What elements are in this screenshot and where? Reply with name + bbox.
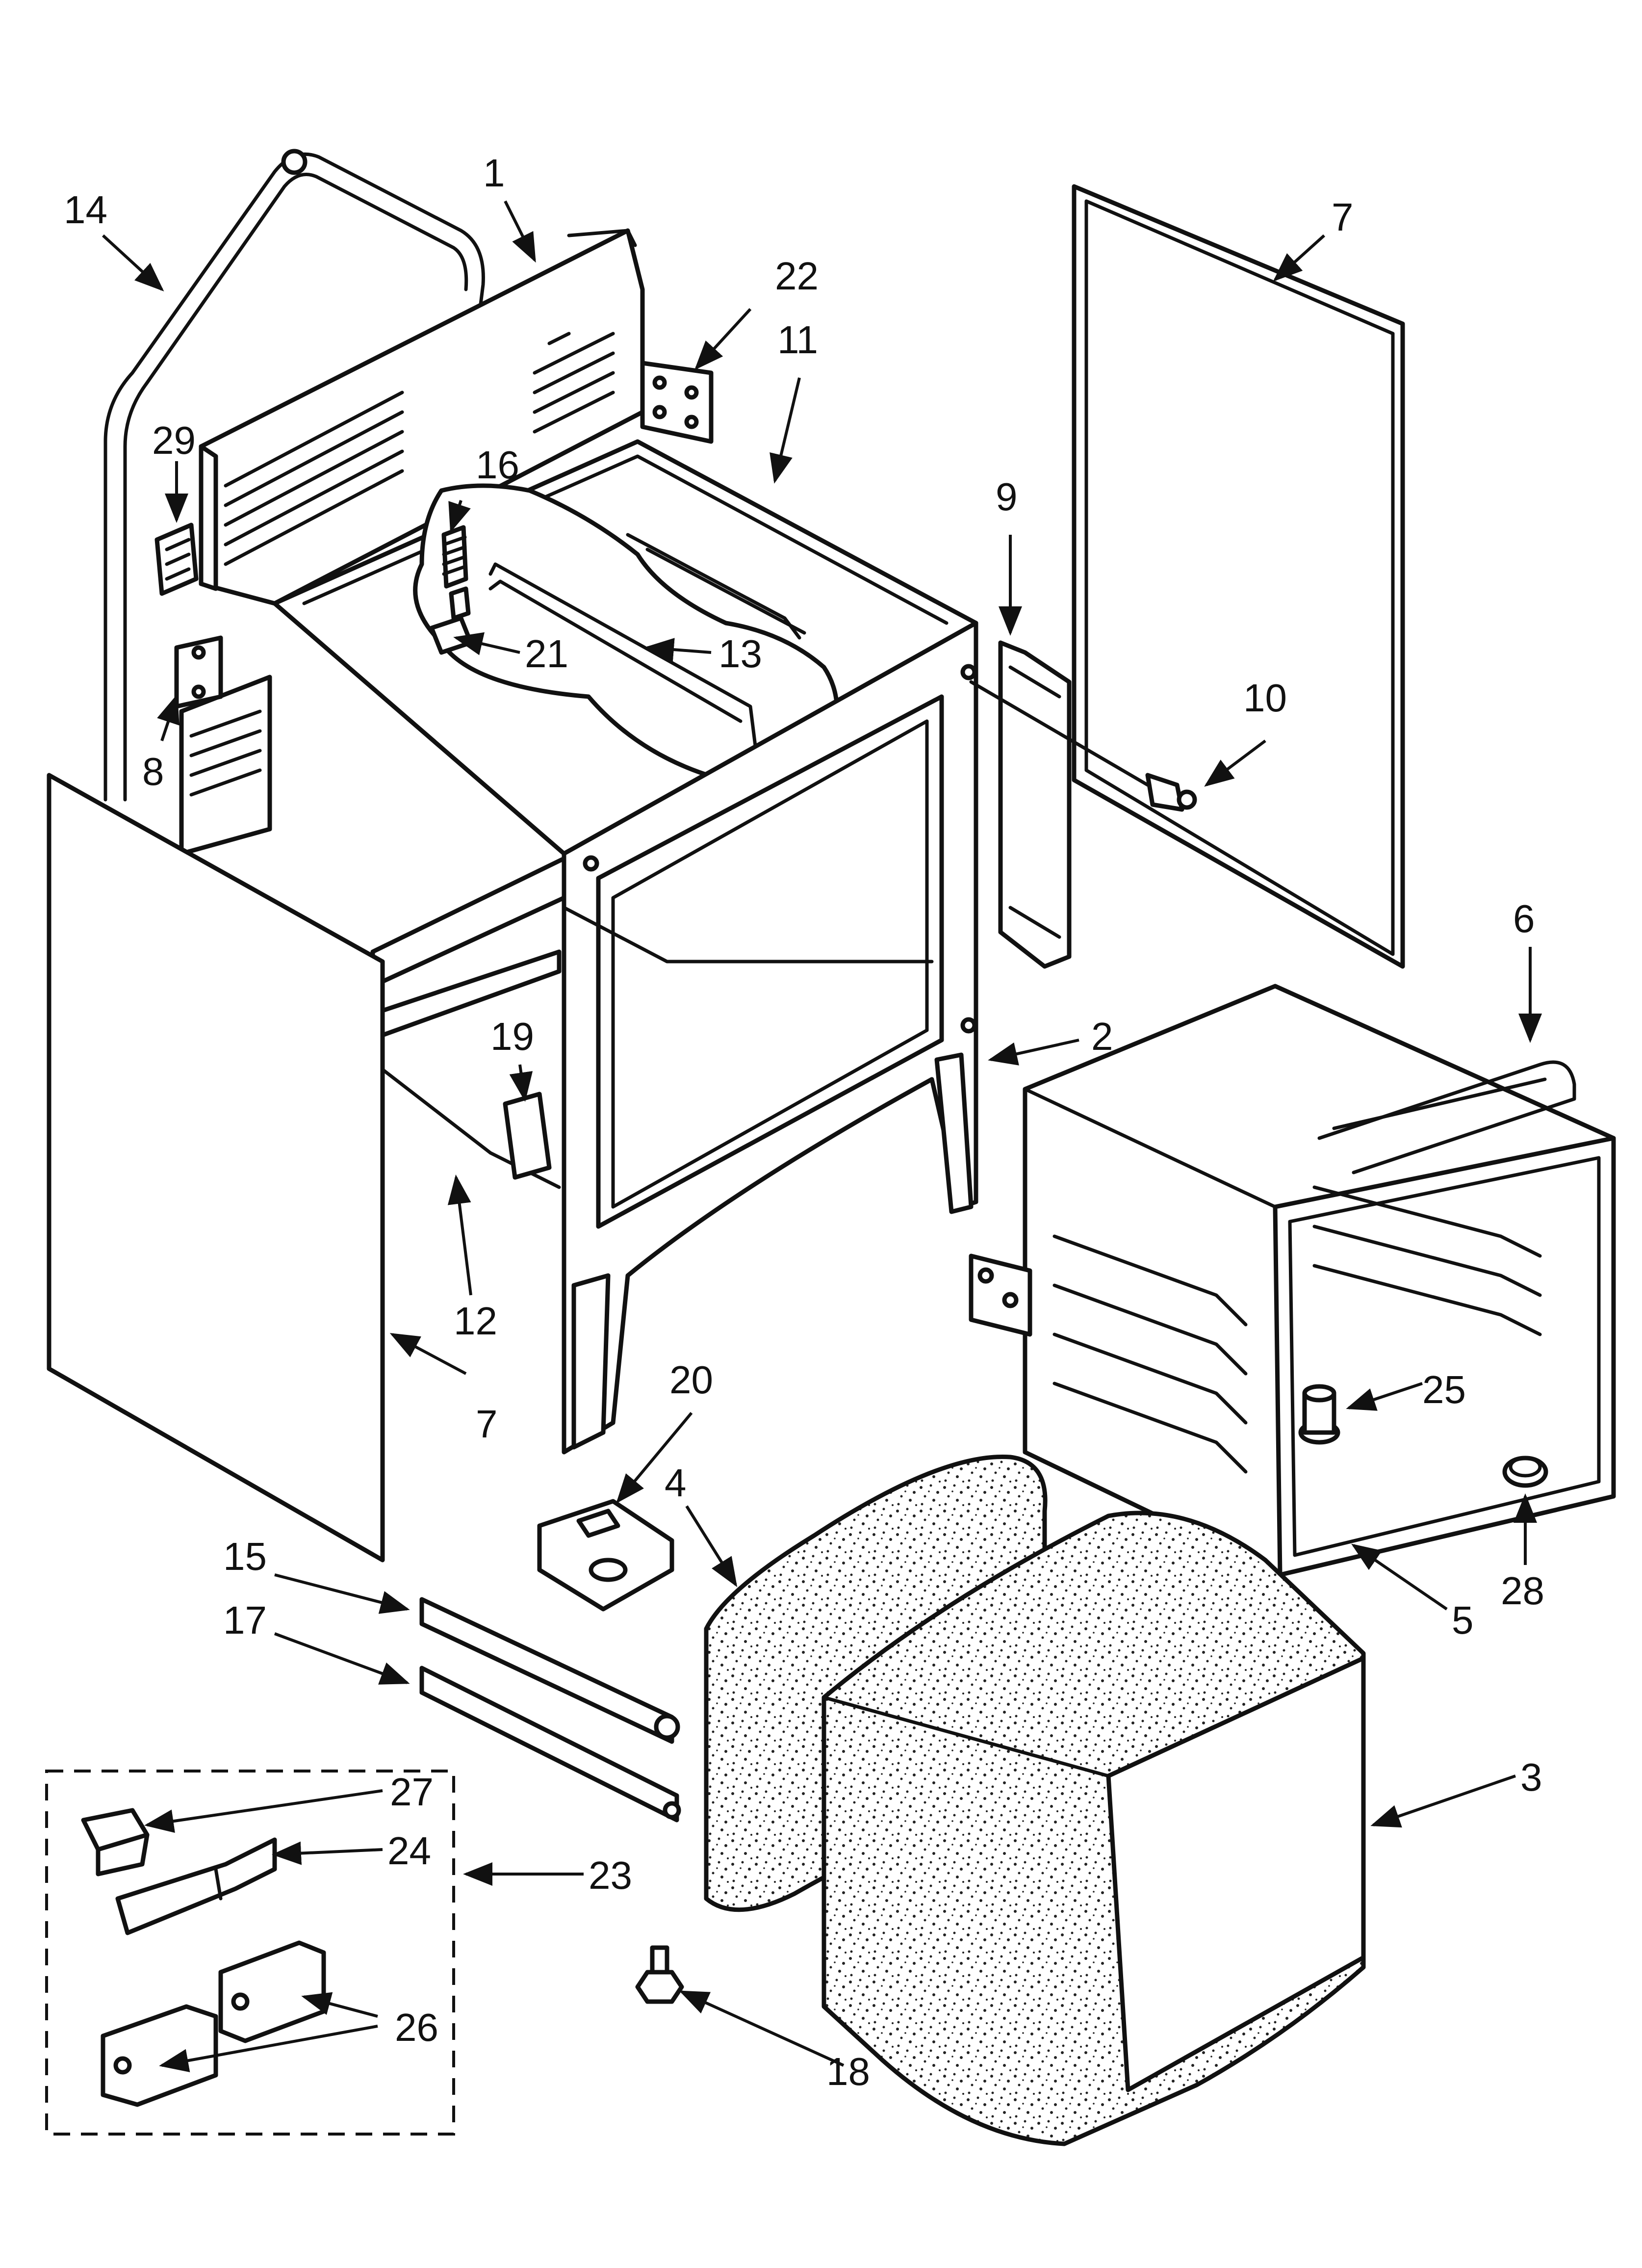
callout-20: 20 xyxy=(669,1358,713,1402)
part-8-switch-bracket xyxy=(174,635,223,709)
part-16-spring xyxy=(441,525,468,589)
callout-16: 16 xyxy=(476,443,519,487)
part-14-vent-tube xyxy=(103,149,485,802)
callout-2: 2 xyxy=(1091,1015,1113,1058)
part-3-insulation-blanket xyxy=(821,1511,1366,2146)
part-7-left-side-panel xyxy=(47,773,385,1563)
callout-7-right: 7 xyxy=(1332,195,1354,239)
callout-19: 19 xyxy=(490,1015,534,1058)
callout-14: 14 xyxy=(64,188,107,232)
part-26-blocks xyxy=(101,1940,326,2107)
rear-panel-vent-slots xyxy=(224,332,615,566)
leader-lines xyxy=(102,200,1542,2072)
part-19-bracket xyxy=(503,1092,552,1180)
callout-24: 24 xyxy=(387,1829,431,1873)
part-10-switch xyxy=(969,680,1197,812)
part-13-rod xyxy=(488,562,757,748)
callout-25: 25 xyxy=(1422,1368,1466,1411)
callout-29: 29 xyxy=(152,418,196,462)
part-20-base-block xyxy=(537,1499,674,1612)
callout-26: 26 xyxy=(395,2006,438,2049)
part-22-hinge-plate xyxy=(640,361,714,444)
callout-15: 15 xyxy=(223,1535,267,1578)
callout-7-left: 7 xyxy=(476,1402,498,1446)
part-17-bracket xyxy=(419,1666,681,1823)
part-9-trim-strip xyxy=(998,640,1072,969)
callout-3: 3 xyxy=(1520,1755,1542,1799)
callout-4: 4 xyxy=(665,1461,687,1505)
part-24-bracket xyxy=(115,1837,277,1935)
callout-12: 12 xyxy=(454,1299,497,1343)
callout-9: 9 xyxy=(996,475,1018,519)
callout-21: 21 xyxy=(525,632,568,676)
oven-rack-rails xyxy=(1052,1185,1542,1474)
callout-1: 1 xyxy=(483,151,505,195)
callout-17: 17 xyxy=(223,1598,267,1642)
part-29-terminal-block xyxy=(154,522,199,596)
callout-5: 5 xyxy=(1452,1598,1474,1642)
callout-13: 13 xyxy=(718,632,762,676)
part-25-oven-light-socket xyxy=(1298,1384,1340,1445)
callout-27: 27 xyxy=(390,1770,434,1814)
part-6-heating-element xyxy=(1317,1060,1576,1174)
callout-22: 22 xyxy=(775,254,819,298)
part-18-leveling-leg xyxy=(635,1945,684,2004)
part-15-bracket xyxy=(419,1597,680,1744)
kit-23-dashed-box xyxy=(45,1770,455,2136)
callout-8: 8 xyxy=(142,750,164,793)
callout-10: 10 xyxy=(1243,676,1287,720)
callout-18: 18 xyxy=(826,2050,870,2093)
callout-6: 6 xyxy=(1513,897,1535,940)
callout-23: 23 xyxy=(589,1853,632,1897)
part-1-rear-panel xyxy=(179,228,645,856)
part-27-switch xyxy=(81,1808,150,1877)
callout-labels: 1 2 3 4 5 6 7 7 8 9 10 11 12 13 14 15 16… xyxy=(64,151,1544,2093)
part-28-light-cover xyxy=(1502,1456,1548,1488)
callout-28: 28 xyxy=(1501,1569,1544,1613)
callout-11: 11 xyxy=(777,318,818,362)
part-7-right-side-panel xyxy=(1072,184,1405,969)
